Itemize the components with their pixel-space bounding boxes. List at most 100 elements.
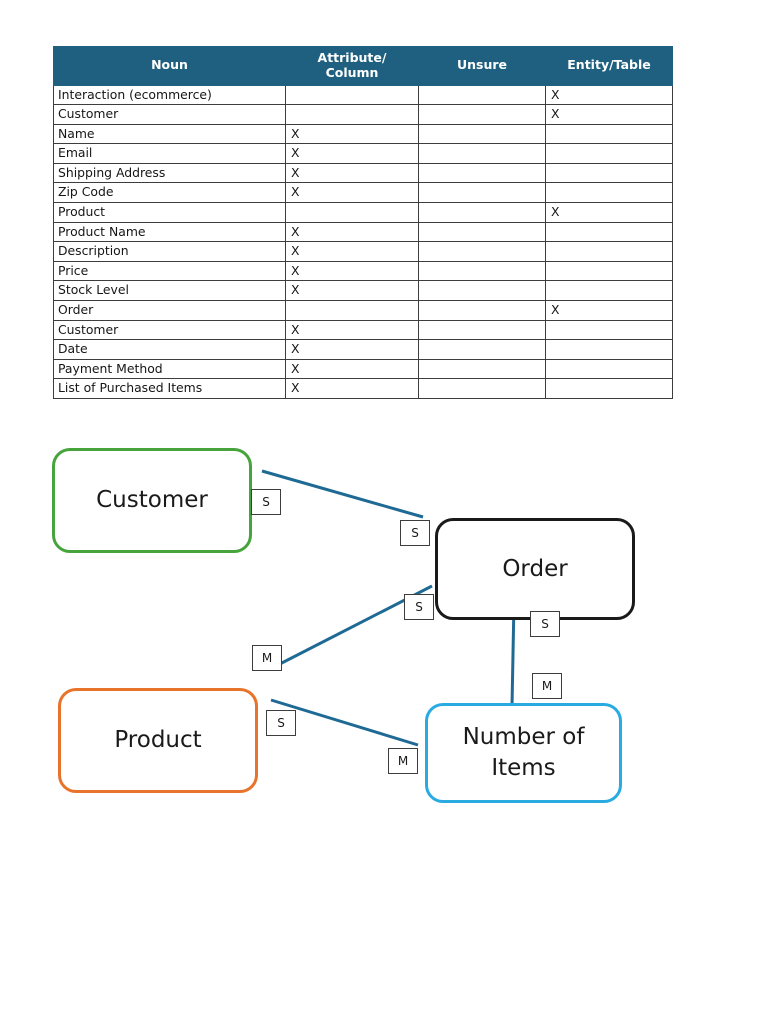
cell-unsure <box>418 84 546 106</box>
cell-entity-table <box>545 280 673 302</box>
column-header-attribute-line2: Column <box>325 64 379 80</box>
table-header: Noun Attribute/ Column Unsure Entity/Tab… <box>53 46 673 86</box>
column-header-unsure: Unsure <box>418 46 546 86</box>
entity-box-customer[interactable]: Customer <box>52 448 252 553</box>
noun-classification-table: Noun Attribute/ Column Unsure Entity/Tab… <box>53 46 673 399</box>
cell-attribute-column: X <box>285 221 419 243</box>
connector-product-order <box>271 584 433 670</box>
cell-noun: Price <box>53 260 286 282</box>
cell-unsure <box>418 104 546 125</box>
cell-unsure <box>418 319 546 341</box>
cell-unsure <box>418 339 546 360</box>
cell-entity-table: X <box>545 202 673 223</box>
cell-noun: Shipping Address <box>53 162 286 184</box>
entity-box-number-of-items[interactable]: Number of Items <box>425 703 622 803</box>
cell-entity-table <box>545 123 673 145</box>
entity-label-product: Product <box>114 727 202 754</box>
column-header-attribute-line1: Attribute/ <box>317 50 387 65</box>
cell-attribute-column: X <box>285 260 419 282</box>
cell-attribute-column: X <box>285 143 419 164</box>
cell-unsure <box>418 202 546 223</box>
cell-entity-table <box>545 221 673 243</box>
cell-unsure <box>418 182 546 204</box>
cell-attribute-column: X <box>285 182 419 204</box>
table-row: Interaction (ecommerce) X <box>53 84 673 106</box>
entity-label-order: Order <box>502 555 568 582</box>
connector-customer-order <box>261 469 424 519</box>
cell-unsure <box>418 123 546 145</box>
entity-label-customer: Customer <box>96 487 208 514</box>
cardinality-label-order-product-single: S <box>404 594 434 620</box>
cardinality-label-items-product-many: M <box>388 748 418 774</box>
cell-unsure <box>418 358 546 380</box>
cell-entity-table <box>545 378 673 399</box>
cell-noun: Product Name <box>53 221 286 243</box>
cell-entity-table <box>545 319 673 341</box>
cell-unsure <box>418 162 546 184</box>
cell-unsure <box>418 241 546 262</box>
cell-noun: Payment Method <box>53 358 286 380</box>
cell-noun: Product <box>53 202 286 223</box>
table-row: Product X <box>53 202 673 223</box>
cardinality-label-order-customer-single: S <box>400 520 430 546</box>
cell-attribute-column: X <box>285 319 419 341</box>
cell-noun: Email <box>53 143 286 164</box>
cell-noun: Interaction (ecommerce) <box>53 84 286 106</box>
cell-noun: Customer <box>53 104 286 125</box>
entity-label-items-line2: Items <box>491 755 556 781</box>
connector-product-items <box>270 698 419 747</box>
cell-attribute-column: X <box>285 162 419 184</box>
cell-noun: List of Purchased Items <box>53 378 286 399</box>
cell-entity-table: X <box>545 84 673 106</box>
cell-attribute-column <box>285 202 419 223</box>
cell-noun: Order <box>53 300 286 321</box>
cell-entity-table <box>545 162 673 184</box>
cell-entity-table <box>545 358 673 380</box>
cell-attribute-column: X <box>285 241 419 262</box>
cell-attribute-column: X <box>285 123 419 145</box>
cell-unsure <box>418 143 546 164</box>
cell-unsure <box>418 378 546 399</box>
column-header-noun: Noun <box>53 46 286 86</box>
cell-noun: Date <box>53 339 286 360</box>
cardinality-label-items-order-many: M <box>532 673 562 699</box>
cell-entity-table <box>545 339 673 360</box>
cell-noun: Name <box>53 123 286 145</box>
cell-attribute-column: X <box>285 339 419 360</box>
cell-attribute-column: X <box>285 358 419 380</box>
cell-unsure <box>418 260 546 282</box>
cell-attribute-column: X <box>285 378 419 399</box>
cell-attribute-column <box>285 300 419 321</box>
cell-unsure <box>418 280 546 302</box>
column-header-attribute-column: Attribute/ Column <box>285 46 419 86</box>
cell-entity-table: X <box>545 300 673 321</box>
table-row: Order X <box>53 300 673 321</box>
entity-box-product[interactable]: Product <box>58 688 258 793</box>
cell-noun: Stock Level <box>53 280 286 302</box>
cell-attribute-column <box>285 104 419 125</box>
entity-box-order[interactable]: Order <box>435 518 635 620</box>
cell-attribute-column: X <box>285 280 419 302</box>
entity-label-number-of-items: Number of Items <box>463 722 585 783</box>
cell-entity-table <box>545 182 673 204</box>
cardinality-label-product-order-many: M <box>252 645 282 671</box>
cardinality-label-product-items-single: S <box>266 710 296 736</box>
cell-attribute-column <box>285 84 419 106</box>
table-header-row: Noun Attribute/ Column Unsure Entity/Tab… <box>53 46 673 86</box>
cell-noun: Description <box>53 241 286 262</box>
cell-noun: Customer <box>53 319 286 341</box>
cell-entity-table <box>545 143 673 164</box>
